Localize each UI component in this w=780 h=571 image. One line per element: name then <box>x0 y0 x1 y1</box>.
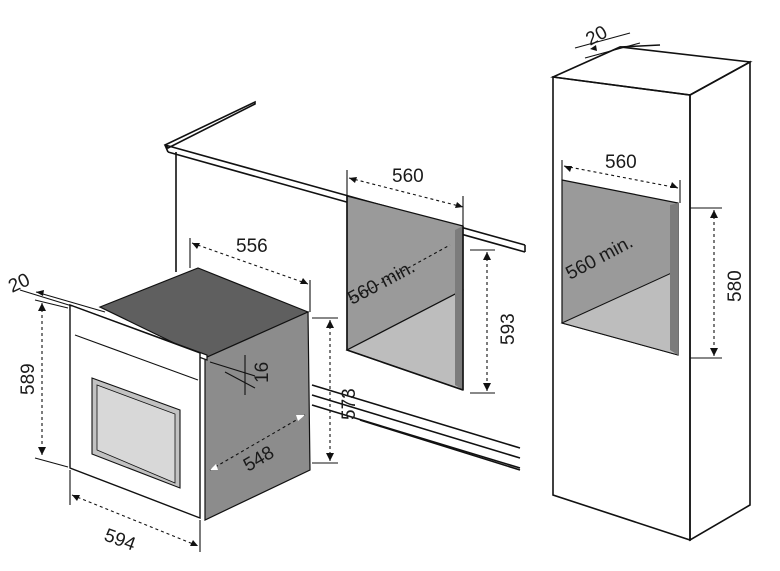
dim-oven-body-height <box>312 317 338 464</box>
label-oven-depth: 556 <box>236 236 268 257</box>
label-oven-height: 589 <box>18 363 39 395</box>
countertop <box>163 100 526 272</box>
oven <box>69 267 311 521</box>
label-column-width: 560 <box>605 152 637 173</box>
dim-column-height <box>690 207 722 359</box>
dim-oven-recess <box>209 355 256 395</box>
label-niche-height: 593 <box>498 313 519 345</box>
label-column-gap: 20 <box>582 22 611 50</box>
dim-oven-width <box>69 470 201 552</box>
label-oven-width: 594 <box>101 525 138 556</box>
dim-oven-side <box>209 414 306 471</box>
dim-oven-depth <box>189 238 311 312</box>
dim-column-gap <box>574 32 641 59</box>
cabinet-shelf <box>311 384 521 471</box>
under-counter-niche <box>345 195 464 391</box>
dim-oven-height <box>34 299 69 468</box>
label-column-height: 580 <box>725 270 746 302</box>
label-niche-width: 560 <box>392 166 424 187</box>
label-oven-recess: 16 <box>252 362 273 383</box>
dim-niche-depth <box>349 244 451 301</box>
column-niche <box>560 179 679 356</box>
dim-column-width <box>561 160 681 203</box>
dim-oven-front <box>19 289 106 313</box>
dim-niche-width <box>346 170 464 226</box>
label-oven-body-height: 573 <box>339 388 360 420</box>
dim-niche-height <box>470 249 495 394</box>
